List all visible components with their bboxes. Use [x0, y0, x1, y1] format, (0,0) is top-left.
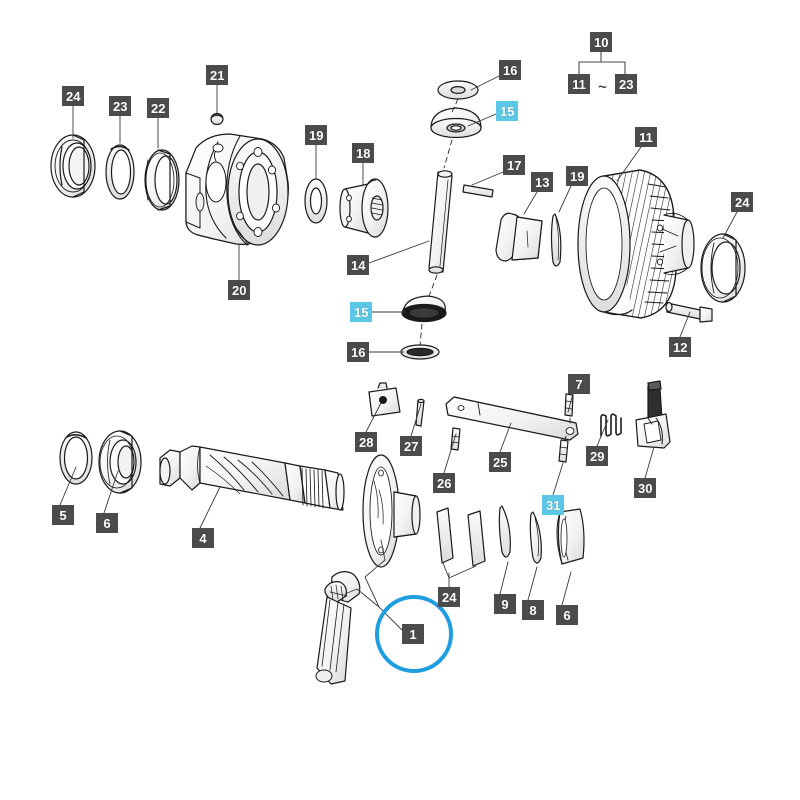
- leader-line-19: [558, 185, 572, 213]
- callout-16-c16b[interactable]: 16: [347, 342, 370, 362]
- part-22-bearing-race: [144, 149, 180, 211]
- leader-line-27: [410, 403, 422, 437]
- leader-line-28: [365, 402, 382, 433]
- leader-line-5: [59, 466, 77, 506]
- callout-8-c8[interactable]: 8: [522, 600, 544, 620]
- leader-line-17: [471, 171, 504, 186]
- leader-line-12: [679, 311, 691, 338]
- part-11-ring-gear: [577, 169, 695, 319]
- callout-19-c19b[interactable]: 19: [566, 166, 589, 186]
- leader-line-15: [467, 113, 497, 127]
- part-6-ball-bearing: [98, 430, 142, 494]
- callout-15-c15b[interactable]: 15: [350, 302, 373, 322]
- callout-15-c15a[interactable]: 15: [496, 101, 519, 121]
- part-4-pinion-shaft: [159, 445, 345, 511]
- part-17-roll-pin: [462, 184, 494, 198]
- part-16-thrust-washer-top: [437, 80, 479, 100]
- leader-line-4: [199, 486, 221, 529]
- callout-11-c11b[interactable]: 11: [635, 127, 657, 147]
- part-6-bearing-lower: [556, 508, 585, 565]
- leader-line-14: [368, 240, 430, 264]
- rail-axis-dashed: [564, 417, 571, 441]
- callout-30-c30[interactable]: 30: [634, 478, 657, 498]
- leader-line-25: [499, 422, 512, 453]
- callout-18-c18[interactable]: 18: [352, 143, 375, 163]
- callout-24-c24a[interactable]: 24: [62, 86, 85, 106]
- part-23-shim-ring: [105, 144, 135, 200]
- callout-21-c21[interactable]: 21: [206, 65, 229, 85]
- callout-19-c19a[interactable]: 19: [305, 125, 328, 145]
- part-5-snap-ring: [59, 431, 93, 485]
- leader-line-13: [523, 191, 538, 215]
- callout-6-c6a[interactable]: 6: [96, 513, 118, 533]
- part-16-thrust-washer-lower: [400, 344, 440, 360]
- leader-line-11: [616, 146, 642, 182]
- callout-13-c13[interactable]: 13: [531, 172, 554, 192]
- part-28-switch-block: [368, 382, 401, 417]
- callout-27-c27[interactable]: 27: [400, 436, 423, 456]
- callout-12-c12[interactable]: 12: [669, 337, 692, 357]
- callout-25-c25[interactable]: 25: [489, 452, 512, 472]
- part-13-side-gear-hub: [495, 212, 543, 262]
- callout-23-c23a[interactable]: 23: [109, 96, 132, 116]
- part-31-spring-pin-lower: [558, 439, 569, 463]
- callout-1-c1[interactable]: 1: [402, 624, 424, 644]
- group-range-separator: ~: [598, 79, 607, 96]
- part-14-cross-shaft: [428, 170, 453, 274]
- part-20-differential-case: [185, 133, 289, 246]
- part-19-thrust-washer: [304, 178, 328, 224]
- leader-line-31: [552, 462, 564, 496]
- part-25-shift-rail: [445, 396, 579, 441]
- callout-group-10[interactable]: 10: [590, 32, 613, 52]
- callout-5-c5[interactable]: 5: [52, 505, 74, 525]
- part-24-friction-plates: [436, 507, 486, 567]
- part-15-pinion-gear-top: [430, 107, 482, 139]
- callout-31-c31[interactable]: 31: [542, 495, 565, 515]
- leader-line-6: [561, 571, 572, 606]
- part-15-pinion-gear-lower: [401, 295, 447, 323]
- leader-line-26: [443, 433, 457, 474]
- callout-7-c7[interactable]: 7: [568, 374, 590, 394]
- callout-20-c20[interactable]: 20: [228, 280, 251, 300]
- part-18-side-gear: [339, 178, 389, 238]
- callout-group-range-end[interactable]: 23: [615, 74, 638, 94]
- callout-14-c14[interactable]: 14: [347, 255, 370, 275]
- part-12-hex-bolt: [665, 301, 713, 323]
- callout-group-range-start[interactable]: 11: [568, 74, 590, 94]
- leader-line-16: [470, 75, 500, 91]
- part-1-leader: [344, 539, 386, 608]
- part-9-spacer-ring: [498, 505, 511, 558]
- callout-22-c22[interactable]: 22: [147, 98, 170, 118]
- callout-4-c4[interactable]: 4: [192, 528, 214, 548]
- callout-9-c9[interactable]: 9: [494, 594, 516, 614]
- callout-26-c26[interactable]: 26: [433, 473, 456, 493]
- center-axis-dashed: [419, 98, 459, 346]
- part-27-dowel-pin: [415, 398, 425, 427]
- leader-line-30: [644, 446, 655, 479]
- part-24-plate-leader: [442, 562, 477, 579]
- callout-17-c17[interactable]: 17: [503, 155, 526, 175]
- part-24-bearing-right: [700, 233, 746, 303]
- part-flange-disc: [362, 454, 421, 568]
- leader-line-24: [722, 211, 738, 239]
- part-19-thin-washer: [550, 213, 562, 267]
- leader-line-9: [499, 561, 509, 595]
- callout-24-c24b[interactable]: 24: [731, 192, 754, 212]
- part-24-bearing-cup-left: [50, 134, 96, 198]
- callout-29-c29[interactable]: 29: [586, 446, 609, 466]
- part-30-shift-fork-bracket: [635, 380, 671, 449]
- leader-line-29: [596, 419, 609, 447]
- callout-28-c28[interactable]: 28: [355, 432, 378, 452]
- part-29-coil-spring: [600, 413, 622, 437]
- callout-6-c6b[interactable]: 6: [556, 605, 578, 625]
- part-8-shim: [529, 511, 542, 564]
- callout-16-c16a[interactable]: 16: [499, 60, 522, 80]
- leader-line-8: [527, 566, 538, 601]
- highlight-circle-part-1: [375, 595, 453, 673]
- leader-line-6: [103, 470, 119, 514]
- part-1-universal-joint-yoke: [315, 571, 361, 685]
- callout-24-c24c[interactable]: 24: [438, 587, 461, 607]
